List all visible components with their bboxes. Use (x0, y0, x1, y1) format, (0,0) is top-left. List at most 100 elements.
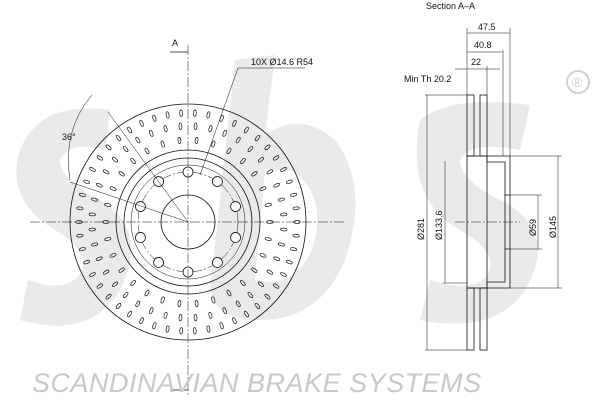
bolt-holes (135, 166, 241, 278)
front-view: A 36° 10X Ø14.6 R54 (30, 38, 345, 395)
vent-hole (232, 120, 237, 127)
vent-hole (235, 136, 241, 144)
vent-hole (258, 156, 264, 163)
vent-hole (266, 169, 274, 175)
vent-hole (285, 260, 293, 265)
vent-hole (165, 325, 170, 333)
vent-hole (208, 125, 213, 133)
vent-hole (78, 247, 86, 252)
holes-label: 10X Ø14.6 R54 (251, 57, 313, 67)
dim-281-label: Ø281 (416, 218, 426, 240)
sbs-watermark-logo: ® (16, 55, 590, 326)
angle-label: 36° (62, 132, 76, 142)
vent-hole (277, 197, 285, 202)
vent-hole (89, 167, 96, 172)
vent-hole (118, 267, 125, 273)
vent-hole (115, 303, 122, 309)
vent-hole (222, 307, 227, 315)
vent-hole (290, 247, 298, 252)
vent-hole (105, 293, 112, 300)
vent-hole (88, 212, 96, 217)
vent-hole (102, 169, 110, 175)
section-view: Section A–A 47.5 40.8 22 Min Th (404, 1, 562, 351)
vent-hole (211, 140, 216, 148)
vent-hole (149, 129, 154, 137)
vent-hole (277, 242, 285, 247)
vent-hole (127, 310, 133, 318)
angle-ref-line-1 (107, 111, 189, 223)
vent-hole (144, 147, 150, 155)
vent-hole (251, 171, 258, 177)
vent-hole (130, 158, 136, 164)
vent-hole (259, 253, 267, 258)
dim-59-label: Ø59 (528, 219, 538, 236)
vent-hole (163, 311, 168, 319)
vent-hole (104, 203, 112, 207)
vent-hole (144, 289, 150, 297)
vent-hole (76, 206, 84, 211)
vent-hole (178, 314, 183, 322)
vent-hole (206, 325, 211, 333)
vent-hole (273, 256, 281, 261)
vent-hole (83, 179, 91, 184)
dim-47-5-label: 47.5 (478, 22, 496, 32)
vent-hole (149, 307, 154, 315)
vent-hole (258, 281, 264, 288)
vent-hole (160, 140, 165, 148)
vent-hole (226, 147, 232, 155)
vent-hole (89, 272, 96, 277)
vent-hole (264, 237, 272, 241)
vent-hole (219, 322, 224, 330)
vent-hole (240, 280, 246, 286)
angle-arc (68, 94, 93, 181)
vent-hole (280, 167, 287, 172)
vent-hole (247, 292, 254, 298)
angle-ref-line-2 (69, 181, 189, 223)
vent-hole (222, 129, 227, 137)
vent-hole (273, 183, 281, 188)
vent-hole (280, 212, 288, 217)
vent-hole (76, 233, 84, 238)
vent-hole (139, 120, 144, 127)
bolt-hole (230, 232, 241, 243)
vent-hole (91, 242, 99, 247)
registered-mark: ® (572, 74, 583, 90)
vent-hole (152, 322, 157, 330)
vent-hole (193, 109, 197, 117)
vent-hole (122, 146, 129, 152)
bolt-hole (211, 176, 223, 187)
vent-hole (290, 192, 298, 197)
vent-hole (235, 300, 241, 308)
vent-hole (109, 253, 117, 258)
vent-hole (273, 155, 280, 161)
dim-22-label: 22 (471, 57, 481, 67)
bolt-hole (135, 232, 146, 243)
vent-hole (165, 111, 170, 119)
vent-hole (135, 136, 141, 144)
vent-hole (105, 144, 112, 151)
vent-hole (115, 135, 122, 141)
dim-133-6-label: Ø133.6 (434, 210, 444, 240)
section-title: Section A–A (426, 1, 475, 11)
vent-hole (264, 203, 272, 207)
vent-hole (177, 300, 182, 308)
vent-hole (292, 206, 300, 211)
vent-hole (226, 289, 232, 297)
vent-hole (122, 292, 129, 298)
vent-hole (152, 114, 157, 122)
bolt-hole (230, 201, 241, 212)
vent-hole (264, 293, 271, 300)
vent-hole (280, 227, 288, 232)
vent-hole (112, 156, 118, 163)
brand-tagline: SCANDINAVIAN BRAKE SYSTEMS (32, 368, 482, 398)
vent-hole (247, 146, 254, 152)
vent-hole (127, 126, 133, 134)
bolt-hole (135, 201, 146, 212)
vent-hole (179, 109, 183, 117)
vent-hole (194, 136, 199, 144)
dim-145-label: Ø145 (548, 216, 558, 238)
vent-hole (78, 192, 86, 197)
vent-hole (88, 227, 96, 232)
vent-hole (112, 281, 118, 288)
